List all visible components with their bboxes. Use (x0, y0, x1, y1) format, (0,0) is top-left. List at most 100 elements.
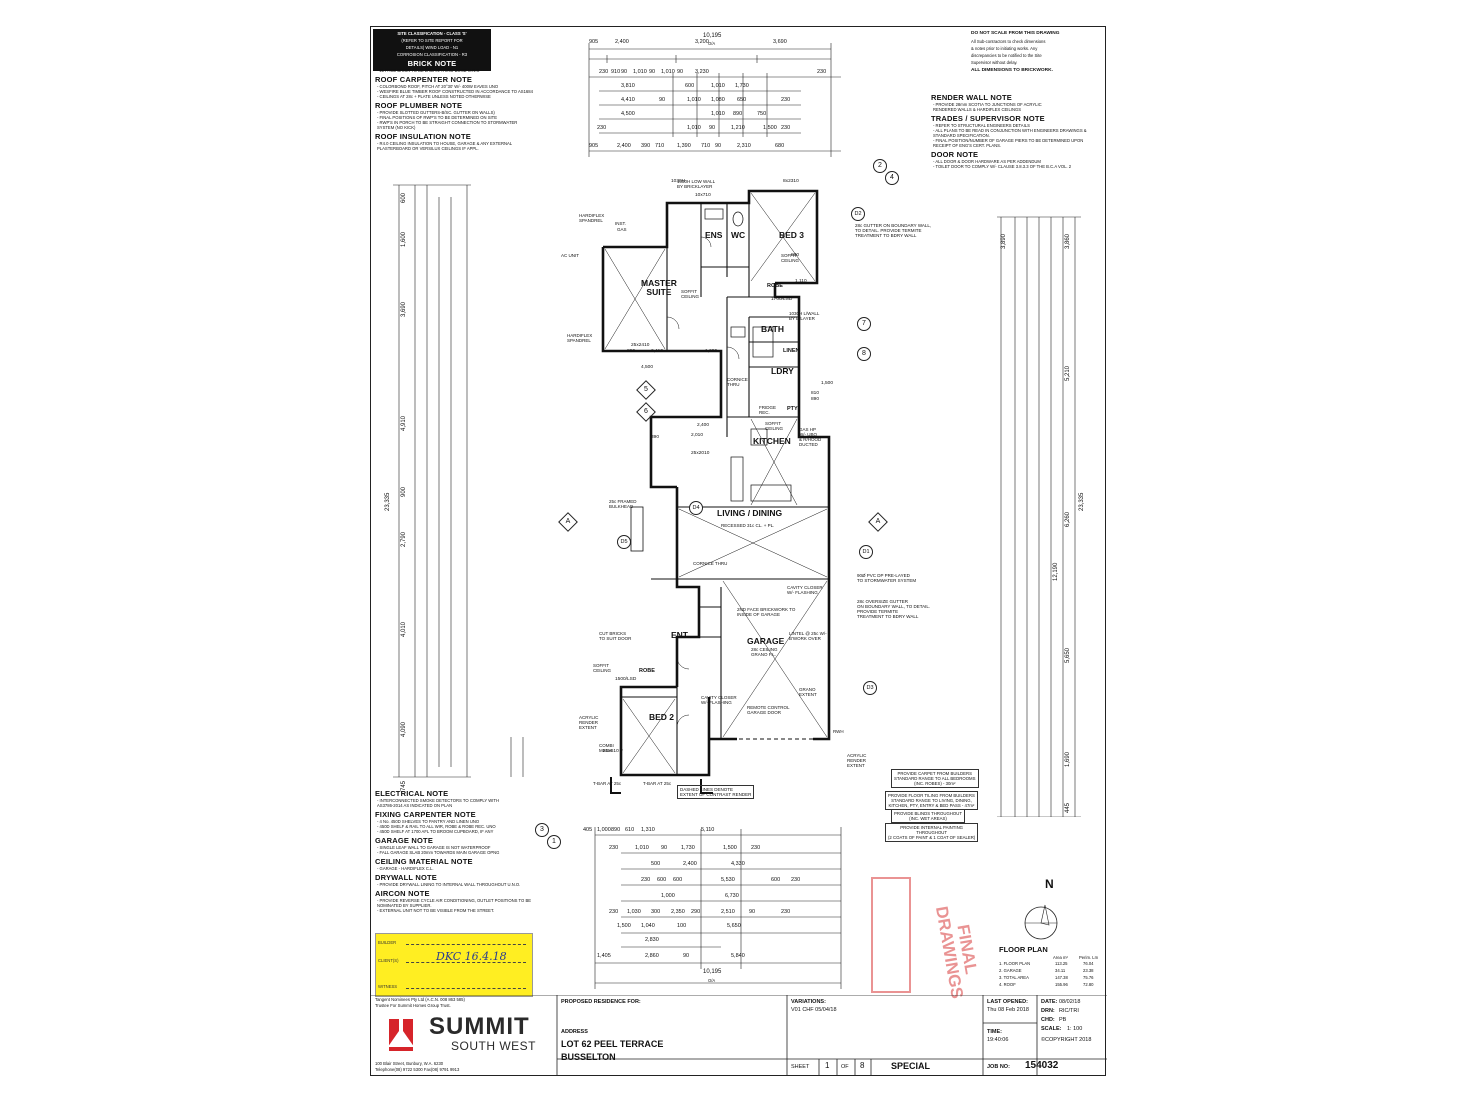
annotation-ac: AC UNIT (561, 253, 579, 258)
annotation-inst: INST. (615, 221, 627, 226)
top-dim: 890 (733, 111, 743, 117)
section-mark-3: 3 (535, 823, 549, 837)
plan-dim: 1,110 (795, 279, 807, 284)
witness-sign-line[interactable] (406, 988, 526, 989)
bottom-oa-label: O/A (708, 978, 716, 983)
north-arrow-icon (1024, 904, 1058, 941)
note-line: RENDERED WALLS & HARDIFLEX CEILINGS (933, 107, 1022, 112)
bottom-dim: 600 (657, 877, 667, 883)
floor-plan-row-perim: 75.76 (1083, 975, 1094, 980)
note-title: AIRCON NOTE (375, 889, 430, 898)
bottom-dim: 600 (673, 877, 683, 883)
top-dim: 3,810 (621, 83, 635, 89)
left-dim: 4,090 (401, 721, 407, 737)
section-mark-2: 2 (873, 159, 887, 173)
top-dim: 1,390 (677, 143, 691, 149)
floor-plan-drawing (601, 189, 831, 794)
red-stamp-box (871, 877, 911, 993)
bottom-dim: 2,830 (645, 937, 659, 943)
note-line: - CEILINGS AT 28c + PLATE UNLESS NOTED O… (377, 94, 491, 99)
bottom-dim: 90 (749, 909, 756, 915)
bottom-dim: 1,310 (641, 827, 655, 833)
note-title: FIXING CARPENTER NOTE (375, 810, 476, 819)
annotation-garage_ceil: 28c CEILING GRANO F.L. (751, 647, 778, 657)
note-line: - PROVIDE 28mm SCOTIA TO JUNCTIONS OF AC… (933, 102, 1042, 107)
annotation-dashed: DASHED LINES DENOTE EXTENT OF CONTRAST R… (677, 785, 755, 799)
bottom-dim: 610 (625, 827, 635, 833)
note-title: DRYWALL NOTE (375, 873, 437, 882)
perim-header: Perim. Lm (1079, 955, 1099, 960)
bottom-dimension-lines (594, 827, 842, 989)
last-opened-label: LAST OPENED: (987, 999, 1028, 1005)
annotation-rwh: RWH (833, 729, 844, 734)
left-dim: 1,600 (401, 231, 407, 247)
top-overall-dim: 10,195 (703, 33, 722, 39)
plan-dim: 25x2010 (691, 451, 710, 456)
right-dim: 445 (1065, 802, 1071, 813)
top-dim: 710 (701, 143, 711, 149)
left-dim: 900 (401, 486, 407, 497)
note-line: - WESFIRE BLUE TIMBER ROOF CONSTRUCTED I… (377, 89, 533, 94)
note-line: SYSTEM (NO KICK) (377, 125, 416, 130)
bottom-dim: 405 (583, 827, 593, 833)
top-dim: 710 (655, 143, 665, 149)
note-line: PLASTERBOARD OR VERSILUX CEILINGS IF APP… (377, 146, 479, 151)
client-signature: DKC 16.4.18 (436, 950, 507, 963)
annotation-combi: COMBI MBOX (599, 743, 614, 753)
floor-plan-table: FLOOR PLAN Area m² Perim. Lm 1. FLOOR PL… (999, 945, 1101, 993)
bottom-dim: 600 (771, 877, 781, 883)
top-dim: 4,410 (621, 97, 635, 103)
area-header: Area m² (1053, 955, 1068, 960)
bottom-dim: 1,730 (681, 845, 695, 851)
note-title: CEILING MATERIAL NOTE (375, 857, 473, 866)
top-oa-label: O/A (708, 41, 716, 46)
right-dim: 3,860 (1065, 233, 1071, 249)
builder-sign-line[interactable] (406, 944, 526, 945)
plan-dim: 1500/LSD (615, 677, 637, 682)
bottom-dim: 2,400 (683, 861, 697, 867)
note-line: - 450D SHELF AT 1700 AFL TO BROOM CUPBOA… (377, 829, 494, 834)
section-mark-1: 1 (547, 835, 561, 849)
note-line: - PROVIDE REVERSE CYCLE AIR CONDITIONING… (377, 898, 532, 903)
plan-dim: 25x2410 (631, 343, 650, 348)
site-line-1: SITE CLASSIFICATION - CLASS 'S' (397, 31, 467, 36)
annotation-tbar1: T-BAR AT 25c (593, 781, 622, 786)
bottom-dim: 890 (611, 827, 621, 833)
left-dim: 4,910 (401, 415, 407, 431)
bottom-dim: 230 (781, 909, 791, 915)
bottom-dim: 300 (651, 909, 661, 915)
note-line: - FINAL POSITION/NUMBER OF GARAGE PIERS … (933, 138, 1084, 143)
annotation-lintel: LINTEL @ 25c W/- B'WORK OVER (789, 631, 827, 641)
client-sign-line[interactable] (406, 962, 526, 963)
annotation-acrylic1: ACRYLIC RENDER EXTENT (579, 715, 599, 730)
top-dim: 1,010 (687, 125, 701, 131)
note-title: DOOR NOTE (931, 150, 979, 159)
witness-label: WITNESS (378, 984, 398, 989)
room-kitchen: KITCHEN (753, 436, 791, 446)
annotation-hardiflex2: HARDIFLEX SPANDREL (567, 333, 593, 343)
room-garage: GARAGE (747, 636, 785, 646)
bottom-dim: 90 (661, 845, 668, 851)
floor-plan-row-label: 2. GARAGE (999, 968, 1022, 973)
top-dim: 90 (621, 69, 628, 75)
note-title: BRICK NOTE (373, 59, 491, 68)
summit-logo-icon (385, 1019, 417, 1051)
variations-label: VARIATIONS: (791, 999, 826, 1005)
variations-value: V01 CHF 05/04/18 (791, 1007, 837, 1013)
north-label: N (1045, 877, 1054, 891)
top-dim: 230 (597, 125, 607, 131)
top-dim: 1,500 (763, 125, 777, 131)
annotation-cavity2: CAVITY CLOSER W/- FLASHING (701, 695, 737, 705)
plan-dim: 25x610 F (603, 749, 624, 754)
drn-label: DRN: (1041, 1008, 1055, 1014)
top-dim: 2,400 (615, 39, 629, 45)
disclaimer-line-5: Supervisor without delay. (971, 60, 1018, 65)
floor-plan-title: FLOOR PLAN (999, 945, 1048, 954)
room-living: LIVING / DINING (717, 508, 783, 518)
bottom-dim: 2,860 (645, 953, 659, 959)
left-dim: 600 (401, 192, 407, 203)
scale-label: SCALE: (1041, 1026, 1062, 1032)
top-dim: 1,010 (661, 69, 675, 75)
annotation-gutter2: 28c OVERSIZE GUTTER ON BOUNDARY WALL, TO… (857, 599, 931, 619)
door-mark-d5: D5 (617, 535, 631, 549)
